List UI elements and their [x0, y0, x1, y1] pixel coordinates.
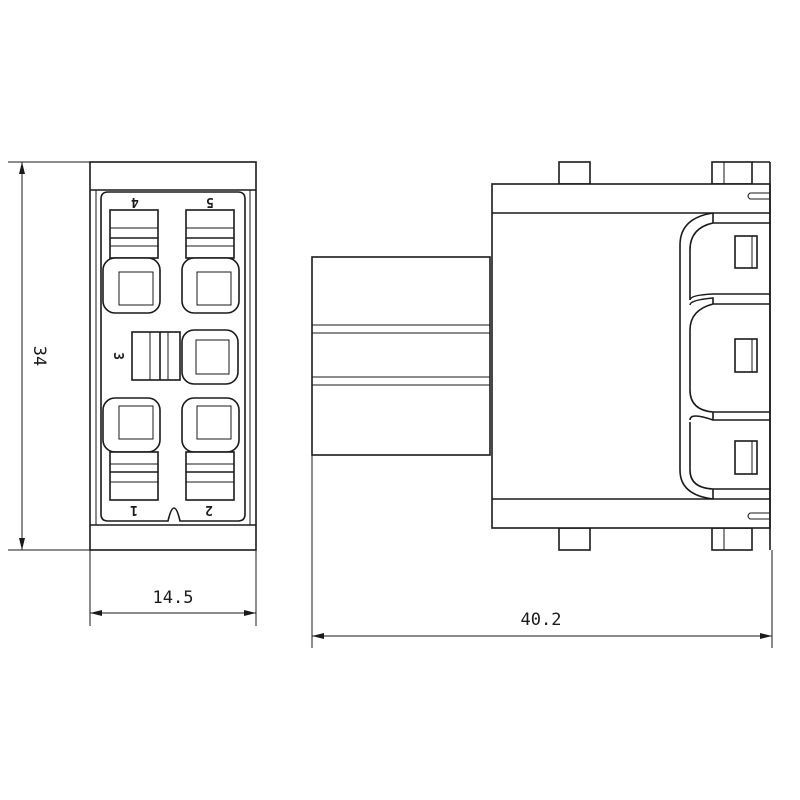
pin-4 [102, 209, 161, 314]
pin-2 [181, 397, 240, 501]
dimension-length: 40.2 [311, 455, 773, 648]
front-view: 4 5 3 1 2 [89, 161, 257, 551]
dimension-width: 14.5 [89, 550, 257, 626]
pin-3 [131, 329, 239, 385]
side-view [311, 161, 771, 551]
dimension-height: 34 [8, 161, 90, 551]
dimension-height-label: 34 [29, 346, 49, 366]
pin-1 [102, 397, 161, 501]
pin-5 [181, 209, 240, 314]
pin-label-5: 5 [206, 194, 214, 209]
pin-label-1: 1 [130, 502, 138, 517]
dimension-length-label: 40.2 [521, 610, 562, 630]
pin-label-3: 3 [110, 352, 125, 360]
pin-label-4: 4 [131, 194, 139, 209]
dimension-width-label: 14.5 [153, 588, 194, 608]
pin-label-2: 2 [205, 502, 213, 517]
